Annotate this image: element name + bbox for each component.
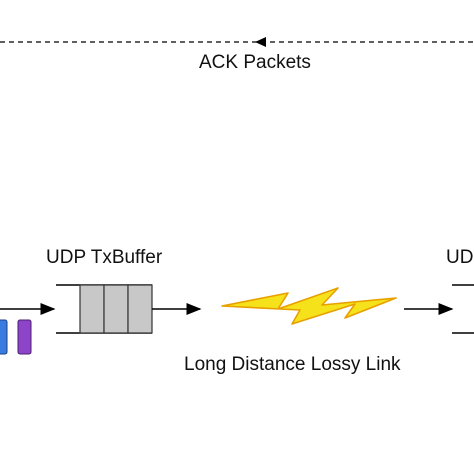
ack-arrow <box>0 37 474 47</box>
buffer-slot <box>79 284 105 334</box>
udp-tx-buffer <box>56 284 153 334</box>
udp-rx-buffer <box>452 284 474 334</box>
buffer-slot <box>103 284 129 334</box>
udp-rxbuffer-label: UD <box>446 247 474 268</box>
packet-purple <box>17 319 32 355</box>
packet-blue <box>0 319 8 355</box>
udp-txbuffer-label: UDP TxBuffer <box>46 247 163 268</box>
ack-packets-label: ACK Packets <box>199 52 311 73</box>
buffer-slot <box>127 284 153 334</box>
lossy-link-label: Long Distance Lossy Link <box>184 354 401 375</box>
lightning-bolt-icon <box>221 287 397 325</box>
ack-arrowhead-icon <box>255 37 266 47</box>
